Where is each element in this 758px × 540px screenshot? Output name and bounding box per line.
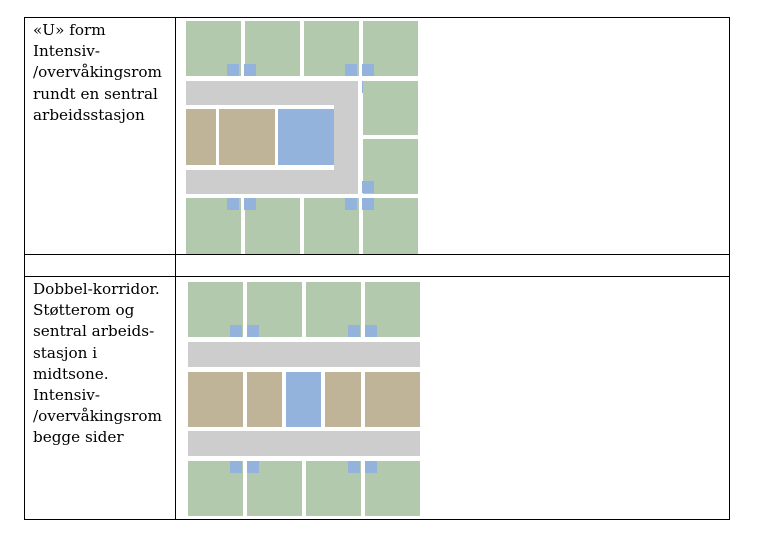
table-border-top xyxy=(24,17,730,18)
corridor xyxy=(188,431,420,456)
observation-window xyxy=(244,198,256,210)
observation-window xyxy=(230,461,242,473)
support-room xyxy=(219,109,275,165)
observation-window xyxy=(345,198,357,210)
corridor xyxy=(186,170,358,194)
table-border-left xyxy=(24,17,25,520)
central-workstation xyxy=(286,372,321,427)
row-divider xyxy=(24,276,730,277)
support-room xyxy=(365,372,420,427)
table-border-right xyxy=(729,17,730,520)
observation-window xyxy=(227,198,239,210)
layout-table: «U» form Intensiv- /overvåkingsrom rundt… xyxy=(24,17,730,520)
support-room xyxy=(186,109,216,165)
patient-room xyxy=(363,81,418,135)
observation-window xyxy=(362,64,374,76)
observation-window xyxy=(365,325,377,337)
table-border-bottom xyxy=(24,519,730,520)
observation-window xyxy=(362,198,374,210)
observation-window xyxy=(227,64,239,76)
double-corridor-floor-plan xyxy=(187,282,423,517)
observation-window xyxy=(244,64,256,76)
observation-window xyxy=(247,325,259,337)
observation-window xyxy=(362,181,374,193)
support-room xyxy=(247,372,282,427)
corridor xyxy=(186,81,358,105)
observation-window xyxy=(247,461,259,473)
observation-window xyxy=(230,325,242,337)
double-corridor-description: Dobbel-korridor. Støtterom og sentral ar… xyxy=(33,280,162,447)
central-workstation xyxy=(278,109,334,165)
row-divider xyxy=(24,254,730,255)
observation-window xyxy=(345,64,357,76)
support-room xyxy=(325,372,361,427)
support-room xyxy=(188,372,243,427)
column-divider xyxy=(175,17,176,520)
u-form-floor-plan xyxy=(184,21,420,254)
observation-window xyxy=(365,461,377,473)
observation-window xyxy=(348,461,360,473)
observation-window xyxy=(348,325,360,337)
u-form-description: «U» form Intensiv- /overvåkingsrom rundt… xyxy=(33,21,162,124)
corridor xyxy=(188,342,420,367)
